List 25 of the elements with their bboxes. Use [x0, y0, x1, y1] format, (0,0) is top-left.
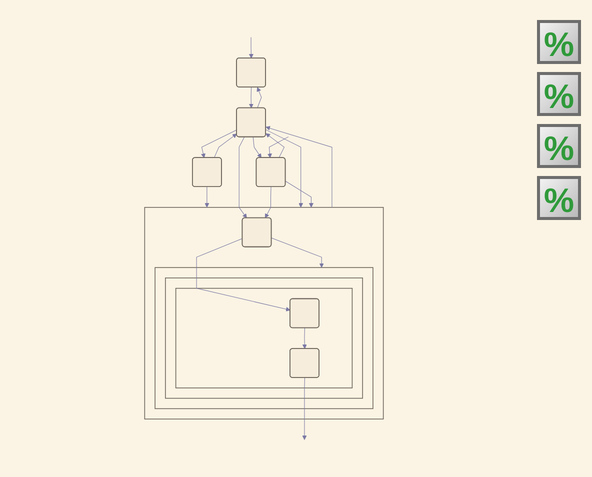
arrow: [214, 134, 237, 158]
arrow: [302, 328, 307, 349]
arrow: [256, 87, 262, 108]
arrow: [285, 180, 314, 208]
percent-symbol: %: [537, 20, 581, 64]
arrow: [238, 136, 247, 218]
arrow: [204, 186, 210, 208]
arrow: [266, 126, 332, 208]
arrow: [271, 238, 324, 268]
arrow: [265, 129, 304, 208]
arrow: [267, 136, 289, 158]
cluster: [154, 267, 374, 410]
arrow: [248, 36, 254, 58]
percent-symbol: %: [537, 72, 581, 116]
arrow: [196, 238, 290, 312]
percent-symbol: %: [537, 176, 581, 220]
arrow: [302, 378, 307, 440]
arrow: [252, 136, 262, 158]
arrow: [248, 87, 254, 108]
cluster: [165, 278, 363, 399]
percent-symbol: %: [537, 124, 581, 168]
arrow: [264, 186, 272, 218]
arrow: [266, 133, 285, 158]
arrow: [201, 130, 238, 158]
cluster: [175, 288, 353, 388]
